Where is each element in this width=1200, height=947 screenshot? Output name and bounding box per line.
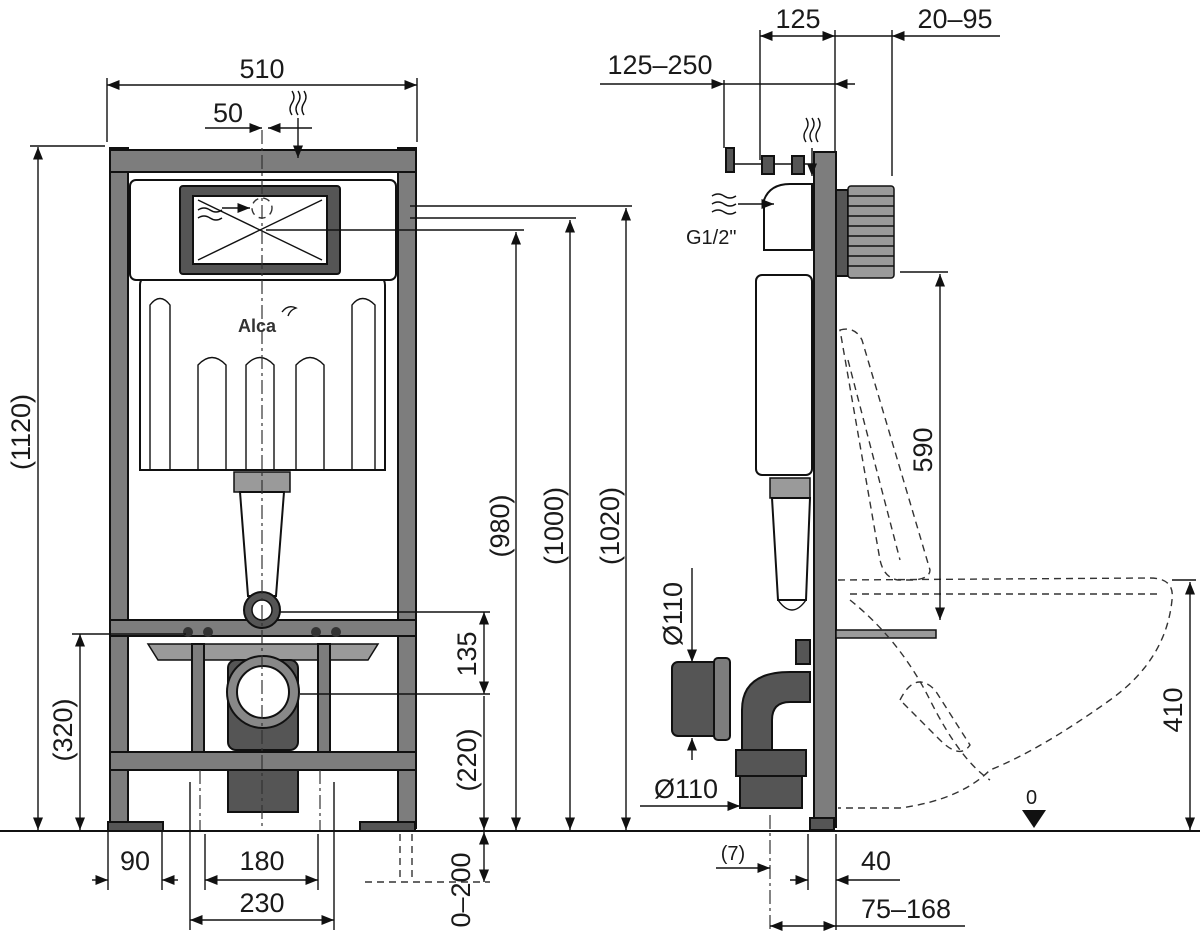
dim-180: 180 (239, 846, 284, 876)
brand-logo: Alca (238, 316, 277, 336)
dim-d110-lower: Ø110 (654, 774, 718, 804)
waste-pipe (227, 769, 299, 813)
dim-320: (320) (48, 698, 78, 761)
dim-980: (980) (485, 494, 515, 557)
toilet-outline (837, 577, 1174, 809)
dim-0-200: 0–200 (446, 852, 476, 927)
side-waste-bend (741, 671, 811, 751)
side-cistern (755, 274, 813, 476)
dim-1120: (1120) (6, 394, 36, 470)
dim-590: 590 (908, 427, 938, 472)
dim-1020: (1020) (595, 487, 625, 565)
dim-135: 135 (452, 631, 482, 676)
dim-1000: (1000) (539, 487, 569, 565)
side-cistern-top (763, 183, 813, 251)
dim-125: 125 (775, 4, 820, 34)
dim-g12: G1/2" (686, 227, 736, 249)
side-flush-plate (835, 189, 849, 277)
foot-right (359, 821, 416, 832)
dim-410: 410 (1158, 687, 1188, 732)
frame-top-bar (109, 149, 417, 173)
frame-low-bar (109, 751, 417, 771)
dim-d110-upper: Ø110 (658, 582, 688, 646)
dim-125-250: 125–250 (607, 50, 712, 80)
floor-zero-marker (1022, 810, 1046, 828)
dim-7: (7) (721, 843, 745, 865)
side-frame-post (813, 151, 837, 828)
side-plate-coil (847, 185, 895, 279)
dim-510: 510 (239, 54, 284, 84)
bird-icon (281, 305, 298, 317)
side-view: G1/2" 125 20–95 (600, 4, 1196, 932)
dim-220: (220) (452, 728, 482, 791)
dim-75-168: 75–168 (861, 894, 951, 924)
dim-zero: 0 (1026, 787, 1037, 809)
dim-40: 40 (861, 846, 891, 876)
frame-right-post (397, 147, 417, 829)
foot-left (107, 821, 164, 832)
dim-20-95: 20–95 (917, 4, 992, 34)
dim-230: 230 (239, 888, 284, 918)
dim-50: 50 (213, 98, 243, 128)
dim-90: 90 (120, 846, 150, 876)
front-view: Alca (6, 54, 632, 930)
frame-left-post (109, 147, 129, 829)
